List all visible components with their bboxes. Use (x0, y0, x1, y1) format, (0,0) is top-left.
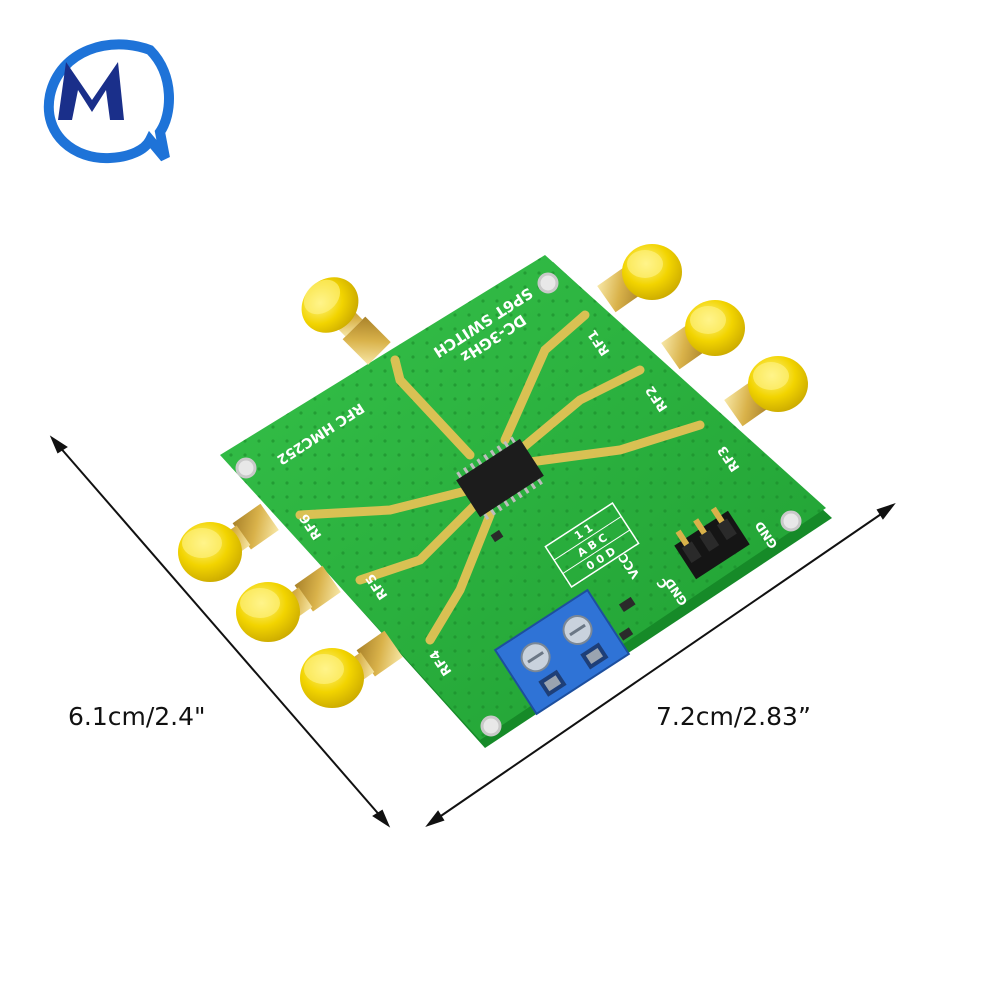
sma-connector-rfc (301, 277, 391, 365)
rf-traces (295, 310, 705, 645)
sma-connector-rf6 (178, 503, 279, 582)
logo-q-ring (43, 39, 174, 164)
hmc252-chip (456, 436, 544, 521)
logo-star-icon (88, 118, 108, 136)
width-dimension-label: 6.1cm/2.4" (68, 702, 206, 731)
mq-brand-logo (43, 39, 174, 164)
sma-connector-rf4 (300, 630, 403, 708)
sma-connector-rf2 (661, 300, 745, 370)
width-dimension-arrow (49, 435, 391, 828)
sma-connector-rf5 (236, 565, 341, 642)
logo-star-icon (76, 124, 90, 137)
mounting-hole (235, 272, 802, 737)
sma-connector-rf3 (724, 356, 808, 427)
length-dimension-label: 7.2cm/2.83” (656, 702, 811, 731)
pcb-board: DC-3GHz SP6T SWITCH RFC HMC252 RF1 RF2 R… (220, 255, 832, 748)
sma-connector-rf1 (597, 244, 682, 313)
logo-m-letter (58, 62, 124, 120)
length-dimension-arrow (425, 503, 896, 827)
power-screw-terminal (493, 588, 631, 716)
pin-header (674, 506, 750, 580)
